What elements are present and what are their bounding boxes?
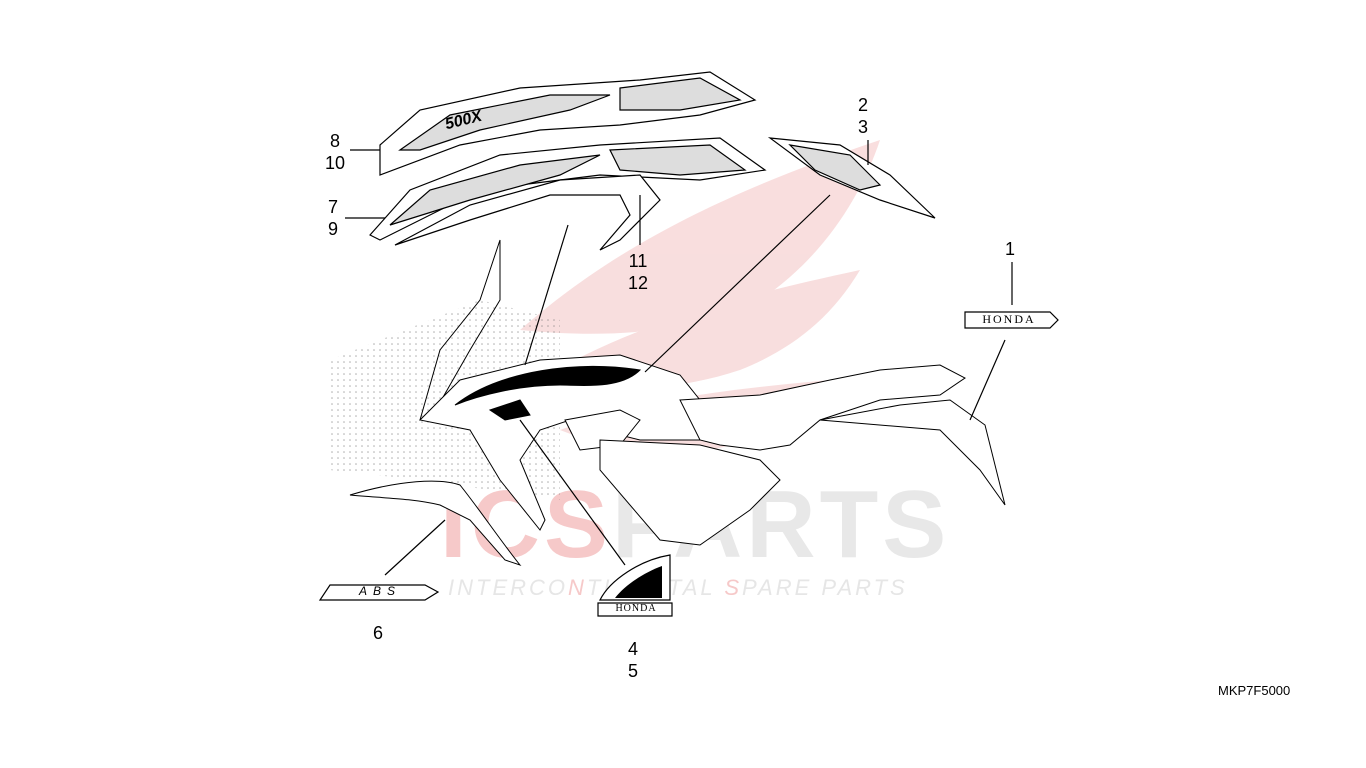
honda-badge-text: HONDA xyxy=(982,312,1036,326)
stripe-decal-upper xyxy=(379,71,757,176)
callout-1: 1 xyxy=(1005,239,1016,259)
abs-badge-text: ABS xyxy=(358,584,401,598)
callout-8-10: 8 10 xyxy=(325,131,346,173)
callout-4-5: 4 5 xyxy=(628,639,639,681)
motorcycle-outline xyxy=(349,239,1006,567)
honda-wing-badge-text: HONDA xyxy=(615,603,657,614)
leader-lines xyxy=(345,140,1013,576)
callout-2-3: 2 3 xyxy=(858,95,869,137)
callout-11-12: 11 12 xyxy=(628,251,649,293)
honda-badge-decal xyxy=(964,311,1059,329)
honda-wing-badge-decal xyxy=(597,554,673,617)
stripe-decal-middle xyxy=(369,137,767,251)
callout-6: 6 xyxy=(373,623,384,643)
side-decal xyxy=(767,137,936,219)
diagram-code: MKP7F5000 xyxy=(1218,683,1291,698)
callout-7-9: 7 9 xyxy=(328,197,339,239)
abs-badge-decal xyxy=(318,584,440,601)
